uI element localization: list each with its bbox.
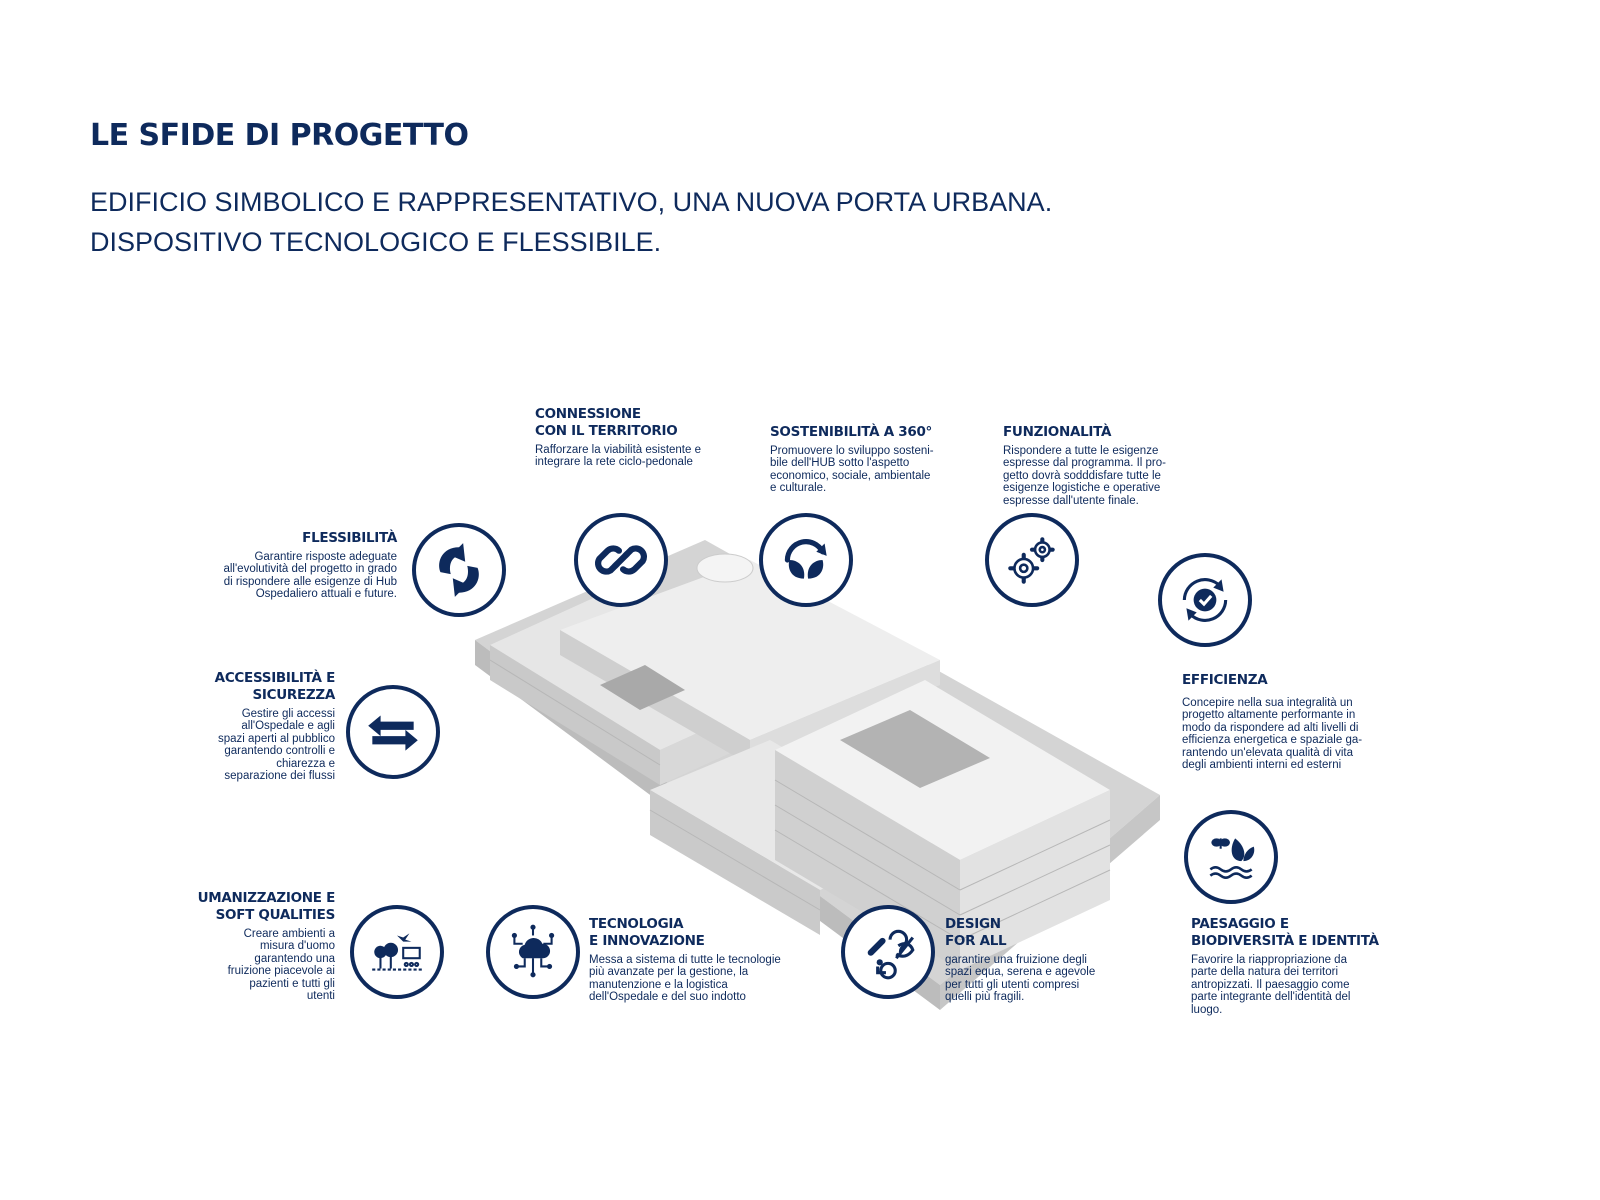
challenge-sostenibilita: SOSTENIBILITÀ A 360° Promuovere lo svilu… bbox=[770, 424, 950, 495]
leaf-cycle-icon bbox=[759, 513, 853, 607]
cloud-network-icon bbox=[486, 905, 580, 999]
page-subtitle: EDIFICIO SIMBOLICO E RAPPRESENTATIVO, UN… bbox=[90, 182, 1052, 262]
hospital-building-render bbox=[475, 540, 1160, 1010]
trees-bird-cinema-icon bbox=[350, 905, 444, 999]
challenge-title: CONNESSIONE CON IL TERRITORIO bbox=[535, 406, 678, 439]
challenge-tecnologia: TECNOLOGIA E INNOVAZIONE Messa a sistema… bbox=[589, 916, 799, 1004]
gears-icon bbox=[985, 513, 1079, 607]
subtitle-line-2: DISPOSITIVO TECNOLOGICO E FLESSIBILE. bbox=[90, 227, 662, 257]
challenge-funzionalita: FUNZIONALITÀ Rispondere a tutte le esige… bbox=[1003, 424, 1188, 507]
challenge-description: Rafforzare la viabilità esistente e inte… bbox=[535, 444, 701, 469]
challenge-description: Creare ambienti a misura d'uomo garanten… bbox=[227, 928, 335, 1003]
challenge-title: SOSTENIBILITÀ A 360° bbox=[770, 424, 932, 440]
gear-check-cycle-icon bbox=[1158, 553, 1252, 647]
challenge-description: Favorire la riappropriazione da parte de… bbox=[1191, 954, 1351, 1016]
subtitle-line-1: EDIFICIO SIMBOLICO E RAPPRESENTATIVO, UN… bbox=[90, 187, 1053, 217]
challenge-description: Rispondere a tutte le esigenze espresse … bbox=[1003, 445, 1166, 507]
challenge-title: PAESAGGIO E BIODIVERSITÀ E IDENTITÀ bbox=[1191, 916, 1379, 949]
challenge-title: FLESSIBILITÀ bbox=[302, 530, 397, 546]
challenge-design: DESIGN FOR ALL garantire una fruizione d… bbox=[945, 916, 1135, 1004]
challenge-accessibilita: ACCESSIBILITÀ E SICUREZZA Gestire gli ac… bbox=[200, 670, 336, 783]
double-arrow-icon bbox=[346, 685, 440, 779]
butterfly-leaf-water-icon bbox=[1184, 810, 1278, 904]
challenge-description: Gestire gli accessi all'Ospedale e agli … bbox=[218, 708, 335, 783]
link-chain-icon bbox=[574, 513, 668, 607]
challenge-description: Messa a sistema di tutte le tecnologie p… bbox=[589, 954, 781, 1004]
challenge-paesaggio: PAESAGGIO E BIODIVERSITÀ E IDENTITÀ Favo… bbox=[1191, 916, 1391, 1016]
flex-arrows-icon bbox=[412, 523, 506, 617]
challenge-title: ACCESSIBILITÀ E SICUREZZA bbox=[214, 670, 336, 703]
challenge-efficienza: EFFICIENZA Concepire nella sua integrali… bbox=[1182, 672, 1382, 771]
challenge-description: Promuovere lo sviluppo sosteni- bile del… bbox=[770, 445, 934, 495]
challenge-description: Concepire nella sua integralità un proge… bbox=[1182, 697, 1363, 772]
challenge-title: UMANIZZAZIONE E SOFT QUALITIES bbox=[197, 890, 336, 923]
challenge-title: DESIGN FOR ALL bbox=[945, 916, 1007, 949]
challenge-title: TECNOLOGIA E INNOVAZIONE bbox=[589, 916, 705, 949]
challenge-description: Garantire risposte adeguate all'evolutiv… bbox=[223, 551, 397, 601]
challenge-umanizzazione: UMANIZZAZIONE E SOFT QUALITIES Creare am… bbox=[185, 890, 336, 1003]
challenge-title: FUNZIONALITÀ bbox=[1003, 424, 1112, 440]
challenge-flessibilita: FLESSIBILITÀ Garantire risposte adeguate… bbox=[200, 530, 397, 601]
challenge-title: EFFICIENZA bbox=[1182, 672, 1268, 688]
accessibility-icon bbox=[841, 905, 935, 999]
challenge-description: garantire una fruizione degli spazi equa… bbox=[945, 954, 1096, 1004]
page-title: LE SFIDE DI PROGETTO bbox=[90, 118, 469, 153]
challenge-connessione: CONNESSIONE CON IL TERRITORIO Rafforzare… bbox=[535, 406, 725, 469]
